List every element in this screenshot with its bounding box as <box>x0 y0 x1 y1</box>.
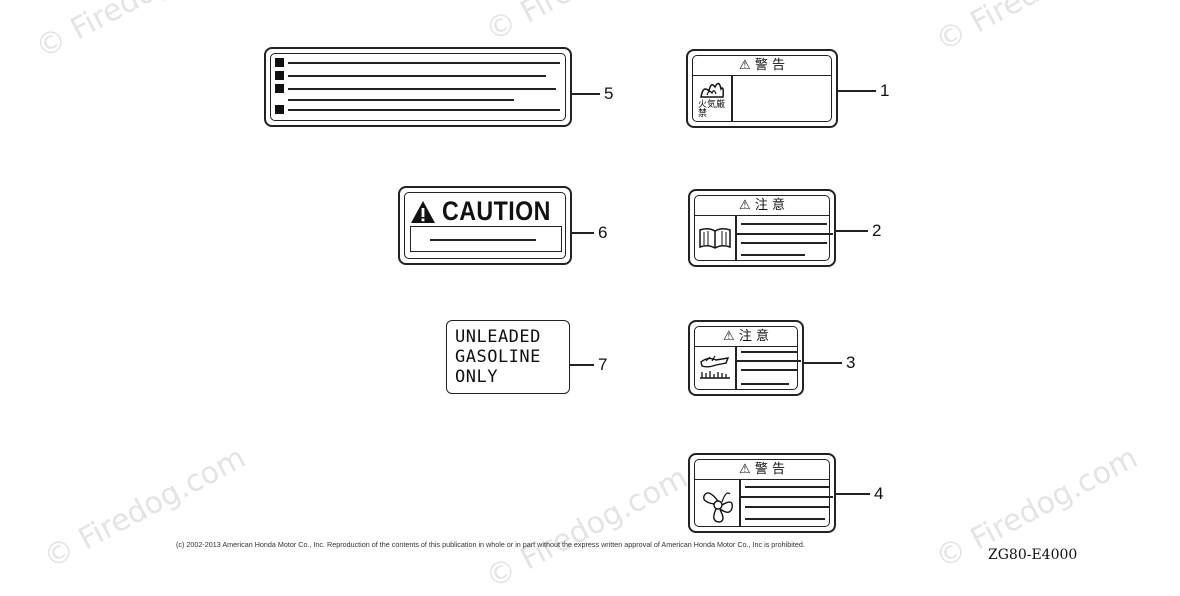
label-2-text-line <box>741 223 827 225</box>
watermark: © Firedog.com <box>30 0 243 66</box>
label-2-header: ⚠ 注 意 <box>695 196 829 216</box>
label-2-row-divider <box>735 233 833 235</box>
label-3-divider <box>735 346 737 389</box>
label-2-text-line <box>741 242 827 244</box>
label-5-leader-line <box>572 93 600 95</box>
label-5-text-line <box>288 88 556 90</box>
label-5-inner-border <box>270 53 566 121</box>
label-2-leader-line <box>836 230 868 232</box>
label-2-inner-border: ⚠ 注 意 <box>694 195 833 261</box>
label-4-text-line <box>745 506 829 508</box>
callout-1[interactable]: 1 <box>880 81 890 100</box>
label-1-icon-text: 火気厳禁 <box>698 100 726 119</box>
diagram-code: ZG80-E4000 <box>988 547 1078 563</box>
fuel-line-1: UNLEADED <box>455 327 541 347</box>
label-7-leader-line <box>570 364 594 366</box>
callout-4[interactable]: 4 <box>874 484 884 503</box>
label-4-text-line <box>745 518 825 520</box>
label-3-caution[interactable]: ⚠ 注 意 <box>688 320 804 396</box>
label-2-text-line <box>741 254 805 256</box>
label-6-text-box <box>410 226 562 252</box>
callout-7[interactable]: 7 <box>598 355 608 374</box>
label-3-inner-border: ⚠ 注 意 <box>694 326 801 390</box>
warning-triangle-icon <box>410 200 436 224</box>
label-2-divider <box>735 215 737 260</box>
watermark: © Firedog.com <box>930 0 1143 59</box>
label-6-text-line <box>430 239 536 241</box>
label-5-block-mark <box>275 84 284 93</box>
label-1-warning[interactable]: ⚠ 警 告 火気厳禁 <box>686 49 838 128</box>
watermark: © Firedog.com <box>38 440 252 576</box>
label-5-block-mark <box>275 105 284 114</box>
callout-6[interactable]: 6 <box>598 223 608 242</box>
fan-blade-icon <box>700 484 736 526</box>
label-6-leader-line <box>572 232 594 234</box>
label-5-block-mark <box>275 58 284 67</box>
label-4-divider <box>739 479 741 526</box>
label-4-leader-line <box>836 493 870 495</box>
fire-icon <box>697 77 727 99</box>
label-3-text-line <box>741 351 797 353</box>
copyright-notice: (c) 2002-2013 American Honda Motor Co., … <box>176 540 805 549</box>
label-5-text-line <box>288 75 546 77</box>
label-5-block-mark <box>275 71 284 80</box>
label-6-inner-border <box>404 192 566 259</box>
label-3-row-divider <box>735 360 801 362</box>
callout-5[interactable]: 5 <box>604 84 614 103</box>
label-4-row-divider <box>739 496 833 498</box>
label-4-header: ⚠ 警 告 <box>695 460 829 480</box>
fuel-line-3: ONLY <box>455 367 498 387</box>
label-4-text-line <box>745 486 829 488</box>
hand-hazard-icon <box>698 352 732 388</box>
label-3-text-line <box>741 369 797 371</box>
callout-2[interactable]: 2 <box>872 221 882 240</box>
label-3-header: ⚠ 注 意 <box>695 327 797 347</box>
callout-3[interactable]: 3 <box>846 353 856 372</box>
label-1-divider <box>731 75 733 121</box>
watermark: © Firedog.com <box>480 0 693 49</box>
label-3-text-line <box>741 383 789 385</box>
book-icon <box>698 226 732 250</box>
label-1-header: ⚠ 警 告 <box>693 56 831 76</box>
label-5-text-line <box>288 62 560 64</box>
label-2-caution[interactable]: ⚠ 注 意 <box>688 189 836 267</box>
watermark: © Firedog.com <box>480 460 694 596</box>
label-5-text-line <box>288 109 560 111</box>
label-7-fuel[interactable]: UNLEADED GASOLINE ONLY <box>446 320 570 394</box>
label-4-warning[interactable]: ⚠ 警 告 <box>688 453 836 533</box>
label-1-leader-line <box>838 90 876 92</box>
label-5-text-line <box>288 99 514 101</box>
label-3-leader-line <box>804 362 842 364</box>
label-6-caution[interactable]: CAUTION <box>398 186 572 265</box>
fuel-line-2: GASOLINE <box>455 347 541 367</box>
caution-text: CAUTION <box>442 196 551 226</box>
label-1-inner-border: ⚠ 警 告 火気厳禁 <box>692 55 832 122</box>
label-4-inner-border: ⚠ 警 告 <box>694 459 833 527</box>
label-5-text-lines[interactable] <box>264 47 572 127</box>
